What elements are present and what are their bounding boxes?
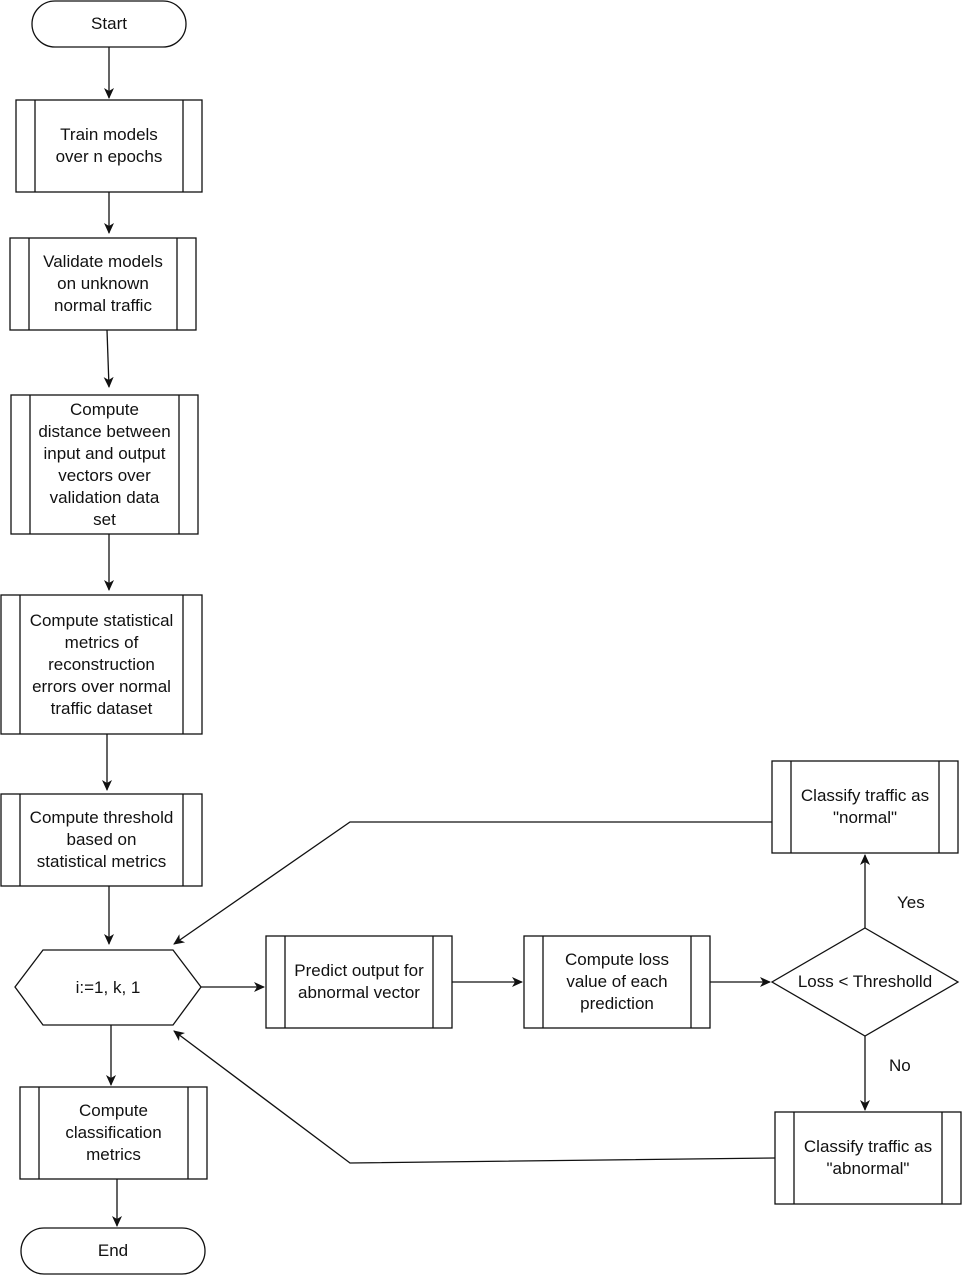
predict-label: Predict output for abnormal vector bbox=[294, 961, 424, 1002]
yes-label: Yes bbox=[897, 893, 925, 912]
normal-label: Classify traffic as "normal" bbox=[800, 786, 930, 827]
end-label: End bbox=[97, 1241, 129, 1260]
loss-process bbox=[523, 935, 711, 1029]
normal-process bbox=[771, 760, 959, 854]
edge-abnormal-loop bbox=[173, 1030, 776, 1164]
stats-label: Compute statistical metrics of reconstru… bbox=[29, 610, 174, 718]
threshold-label: Compute threshold based on statistical m… bbox=[29, 808, 174, 871]
loop-label: i:=1, k, 1 bbox=[75, 977, 141, 997]
distance-label: Compute distance between input and outpu… bbox=[38, 399, 171, 529]
abnormal-process bbox=[774, 1111, 962, 1205]
predict-process bbox=[265, 935, 453, 1029]
decision-label: Loss < Thresholld bbox=[797, 972, 933, 991]
abnormal-label: Classify traffic as "abnormal" bbox=[803, 1137, 933, 1178]
metrics-label: Compute classification metrics bbox=[65, 1101, 162, 1164]
edge-validate-distance bbox=[103, 329, 114, 388]
end-terminal bbox=[20, 1227, 206, 1275]
stats-process bbox=[0, 594, 203, 735]
metrics-process bbox=[19, 1086, 208, 1180]
loss-label: Compute loss value of each prediction bbox=[565, 950, 669, 1013]
start-label: Start bbox=[91, 14, 127, 33]
loop-hexagon bbox=[14, 949, 202, 1026]
distance-process bbox=[10, 394, 199, 535]
train-label: Train models over n epochs bbox=[55, 125, 163, 166]
threshold-process bbox=[0, 793, 203, 887]
train-process bbox=[15, 99, 203, 193]
no-label: No bbox=[889, 1056, 911, 1075]
validate-label: Validate models on unknown normal traffi… bbox=[43, 252, 163, 315]
edge-normal-loop bbox=[173, 821, 772, 945]
validate-process bbox=[9, 237, 197, 331]
